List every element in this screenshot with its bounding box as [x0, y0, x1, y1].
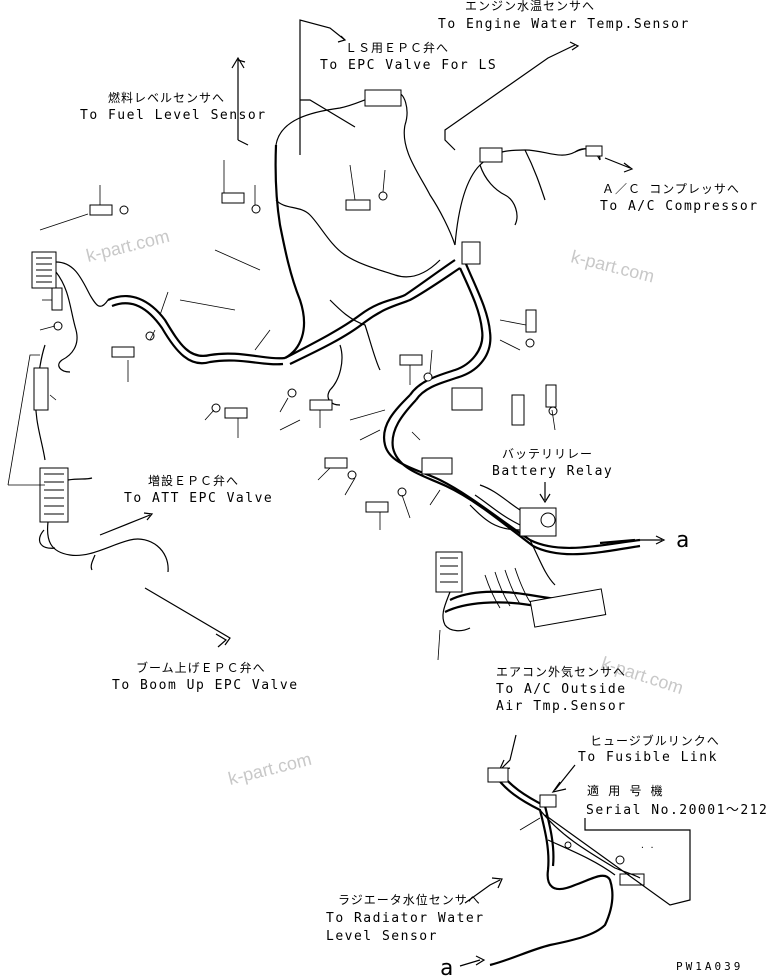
fuse-strip	[529, 588, 607, 628]
engine-sensor-connector	[479, 147, 503, 163]
watermark-2: k-part.com	[569, 246, 656, 286]
lower-relay-box	[421, 457, 453, 475]
serial-en: Serial No.20001〜21274	[586, 803, 767, 818]
bolt-7	[287, 388, 333, 411]
boom-up-en: To Boom Up EPC Valve	[112, 678, 299, 693]
bolt-12	[365, 487, 407, 513]
bolt-2	[221, 192, 261, 214]
ac-compressor-connector	[585, 145, 603, 157]
engine-water-jp: エンジン水温センサへ	[465, 0, 595, 13]
ac-outside-en2: Air Tmp.Sensor	[496, 699, 627, 714]
bolt-13	[615, 855, 645, 886]
radiator-en2: Level Sensor	[326, 929, 438, 944]
leader-lines	[39, 160, 556, 661]
watermark-4: k-part.com	[226, 749, 313, 789]
fuel-level-en: To Fuel Level Sensor	[80, 108, 267, 123]
fusible-connector	[539, 794, 557, 808]
att-epc-en: To ATT EPC Valve	[124, 491, 273, 506]
bolt-4	[51, 287, 63, 331]
ac-comp-jp: Ａ／Ｃ コンプレッサへ	[602, 182, 740, 196]
bolts	[51, 191, 645, 886]
bolt-3	[345, 191, 388, 211]
battery-relay-en: Battery Relay	[492, 464, 613, 479]
ls-epc-connector	[364, 89, 402, 107]
engine-water-en: To Engine Water Temp.Sensor	[438, 17, 690, 32]
bolt-5	[111, 331, 155, 358]
center-connector	[461, 241, 481, 265]
bolt-10	[545, 384, 558, 416]
bolt-11	[324, 457, 357, 480]
watermark-1: k-part.com	[84, 226, 171, 266]
fusible-en: To Fusible Link	[578, 750, 718, 765]
bracket	[511, 394, 525, 426]
serial-jp: 適 用 号 機	[587, 783, 664, 798]
lower-connector-block	[435, 551, 463, 593]
connector-mark-a-upper: a	[676, 528, 689, 553]
bolt-6	[211, 403, 248, 419]
svg-text:· ·: · ·	[640, 843, 654, 852]
att-epc-jp: 増設ＥＰＣ弁へ	[148, 473, 239, 488]
connector-mark-a-lower: a	[440, 956, 453, 979]
main-harness	[31, 89, 641, 632]
epc-ls-jp: ＬＳ用ＥＰＣ弁へ	[345, 40, 449, 55]
upper-relay-box	[451, 387, 483, 411]
radiator-en1: To Radiator Water	[326, 911, 485, 926]
fuel-level-jp: 燃料レベルセンサへ	[108, 90, 225, 105]
bolt-8	[399, 354, 433, 382]
outside-air-sensor-connector	[487, 767, 509, 783]
att-epc-connector	[39, 467, 69, 523]
callout-lines	[7, 19, 691, 967]
battery-relay-jp: バッテリリレー	[502, 447, 593, 461]
epc-ls-en: To EPC Valve For LS	[320, 58, 497, 73]
drawing-number: PW1A039	[676, 960, 743, 973]
ac-outside-en1: To A/C Outside	[496, 682, 627, 697]
left-relay	[33, 367, 49, 411]
bolt-1	[89, 204, 129, 216]
labels: エンジン水温センサへ To Engine Water Temp.Sensor Ｌ…	[80, 0, 767, 979]
lower-subassembly: · ·	[487, 767, 654, 967]
fusible-jp: ヒュージブルリンクへ	[590, 733, 720, 748]
radiator-jp: ラジエータ水位センサへ	[338, 892, 481, 907]
ac-comp-en: To A/C Compressor	[600, 199, 759, 214]
ac-outside-jp: エアコン外気センサへ	[496, 664, 626, 679]
bolt-9	[525, 309, 537, 348]
boom-up-jp: ブーム上げＥＰＣ弁へ	[136, 660, 266, 675]
